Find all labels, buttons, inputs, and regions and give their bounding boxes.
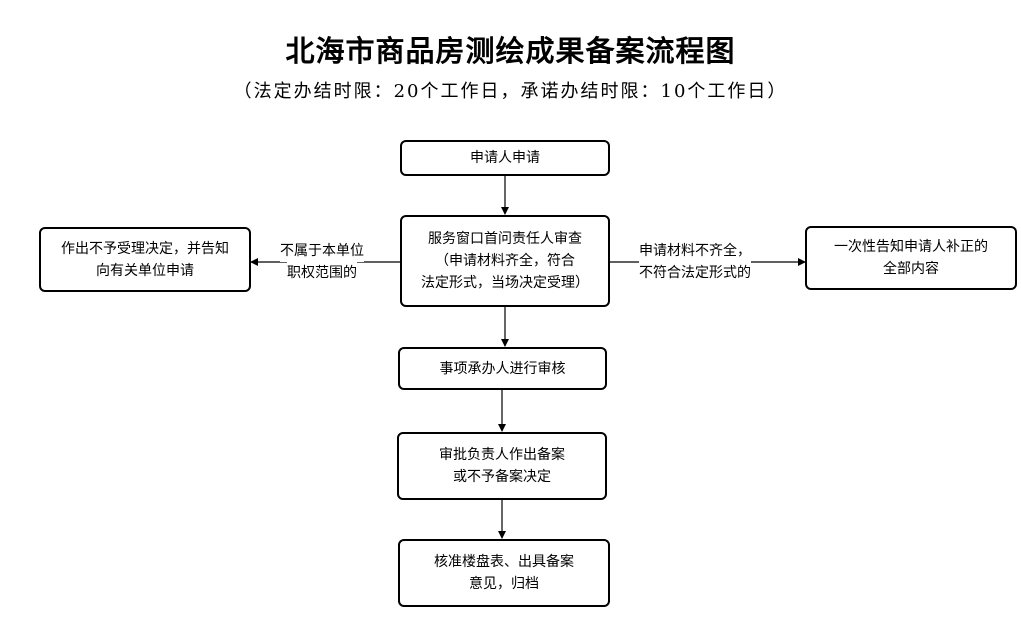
node-approve-line-2: 或不予备案决定 bbox=[453, 469, 551, 485]
page-title: 北海市商品房测绘成果备案流程图 bbox=[285, 34, 736, 68]
node-review-line-2: （申请材料齐全，符合 bbox=[435, 253, 575, 269]
node-notify-line-2: 全部内容 bbox=[883, 261, 939, 277]
node-review: 服务窗口首问责任人审查 （申请材料齐全，符合 法定形式，当场决定受理） bbox=[400, 215, 610, 307]
node-apply-line-1: 申请人申请 bbox=[470, 150, 540, 166]
node-archive-line-1: 核准楼盘表、出具备案 bbox=[434, 554, 574, 570]
edge-label-incomplete-line-1: 申请材料不齐全， bbox=[639, 240, 751, 262]
node-handler: 事项承办人进行审核 bbox=[398, 347, 607, 390]
node-apply: 申请人申请 bbox=[400, 140, 610, 176]
edge-label-incomplete-line-2: 不符合法定形式的 bbox=[639, 262, 751, 284]
node-reject-line-2: 向有关单位申请 bbox=[96, 262, 194, 279]
node-review-line-1: 服务窗口首问责任人审查 bbox=[428, 231, 582, 247]
edge-label-not-in-scope-line-1: 不属于本单位 bbox=[280, 240, 364, 262]
page-subtitle: （法定办结时限：20个工作日，承诺办结时限：10个工作日） bbox=[233, 81, 788, 102]
node-reject: 作出不予受理决定，并告知 向有关单位申请 bbox=[39, 227, 251, 292]
node-reject-line-1: 作出不予受理决定，并告知 bbox=[61, 240, 229, 257]
edge-label-not-in-scope-line-2: 职权范围的 bbox=[287, 262, 357, 284]
node-archive: 核准楼盘表、出具备案 意见，归档 bbox=[398, 539, 610, 607]
node-notify: 一次性告知申请人补正的 全部内容 bbox=[805, 226, 1017, 290]
node-notify-line-1: 一次性告知申请人补正的 bbox=[834, 239, 988, 255]
node-approve: 审批负责人作出备案 或不予备案决定 bbox=[397, 432, 607, 500]
edge-label-not-in-scope: 不属于本单位 职权范围的 bbox=[266, 240, 378, 284]
node-archive-line-2: 意见，归档 bbox=[469, 576, 539, 592]
node-review-line-3: 法定形式，当场决定受理） bbox=[421, 275, 589, 291]
edge-label-incomplete: 申请材料不齐全， 不符合法定形式的 bbox=[622, 240, 768, 284]
node-handler-line-1: 事项承办人进行审核 bbox=[439, 360, 566, 377]
node-approve-line-1: 审批负责人作出备案 bbox=[439, 447, 565, 463]
